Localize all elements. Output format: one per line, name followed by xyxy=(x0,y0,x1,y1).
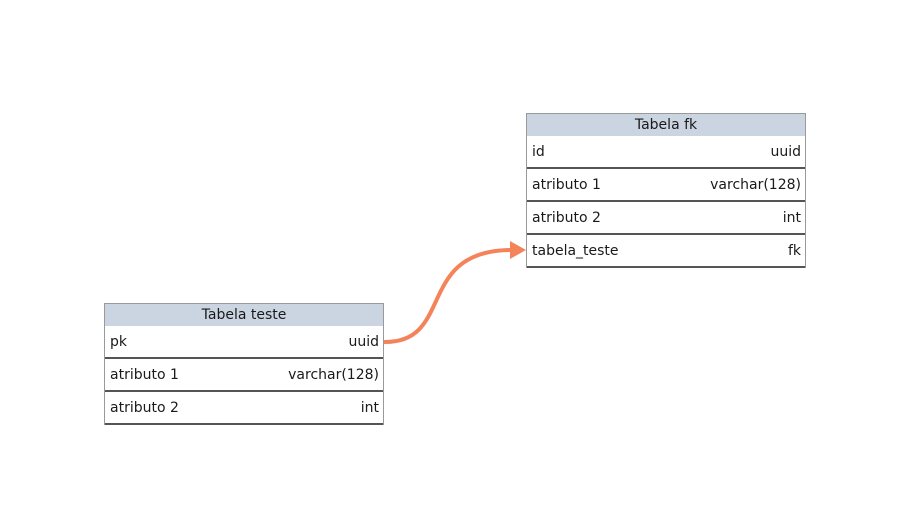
column-name: id xyxy=(532,143,545,160)
column-name: atributo 2 xyxy=(532,209,601,226)
relation-connector[interactable] xyxy=(383,248,514,344)
table-tabela-fk[interactable]: Tabela fk id uuid atributo 1 varchar(128… xyxy=(526,113,806,268)
table-row[interactable]: atributo 1 varchar(128) xyxy=(527,169,805,202)
table-row[interactable]: atributo 2 int xyxy=(527,202,805,235)
column-name: atributo 1 xyxy=(110,366,179,383)
column-name: atributo 1 xyxy=(532,176,601,193)
relation-arrowhead xyxy=(510,241,526,259)
column-type: varchar(128) xyxy=(288,366,379,383)
table-row[interactable]: atributo 2 int xyxy=(105,392,383,425)
table-row[interactable]: pk uuid xyxy=(105,326,383,359)
column-name: pk xyxy=(110,333,127,350)
table-row[interactable]: id uuid xyxy=(527,136,805,169)
column-type: fk xyxy=(787,242,801,259)
column-type: int xyxy=(360,399,379,416)
column-type: int xyxy=(782,209,801,226)
table-row[interactable]: atributo 1 varchar(128) xyxy=(105,359,383,392)
column-name: tabela_teste xyxy=(532,242,619,259)
table-title[interactable]: Tabela fk xyxy=(527,114,805,136)
table-title[interactable]: Tabela teste xyxy=(105,304,383,326)
column-name: atributo 2 xyxy=(110,399,179,416)
table-row[interactable]: tabela_teste fk xyxy=(527,235,805,268)
column-type: uuid xyxy=(770,143,801,160)
column-type: varchar(128) xyxy=(710,176,801,193)
column-type: uuid xyxy=(348,333,379,350)
table-tabela-teste[interactable]: Tabela teste pk uuid atributo 1 varchar(… xyxy=(104,303,384,425)
